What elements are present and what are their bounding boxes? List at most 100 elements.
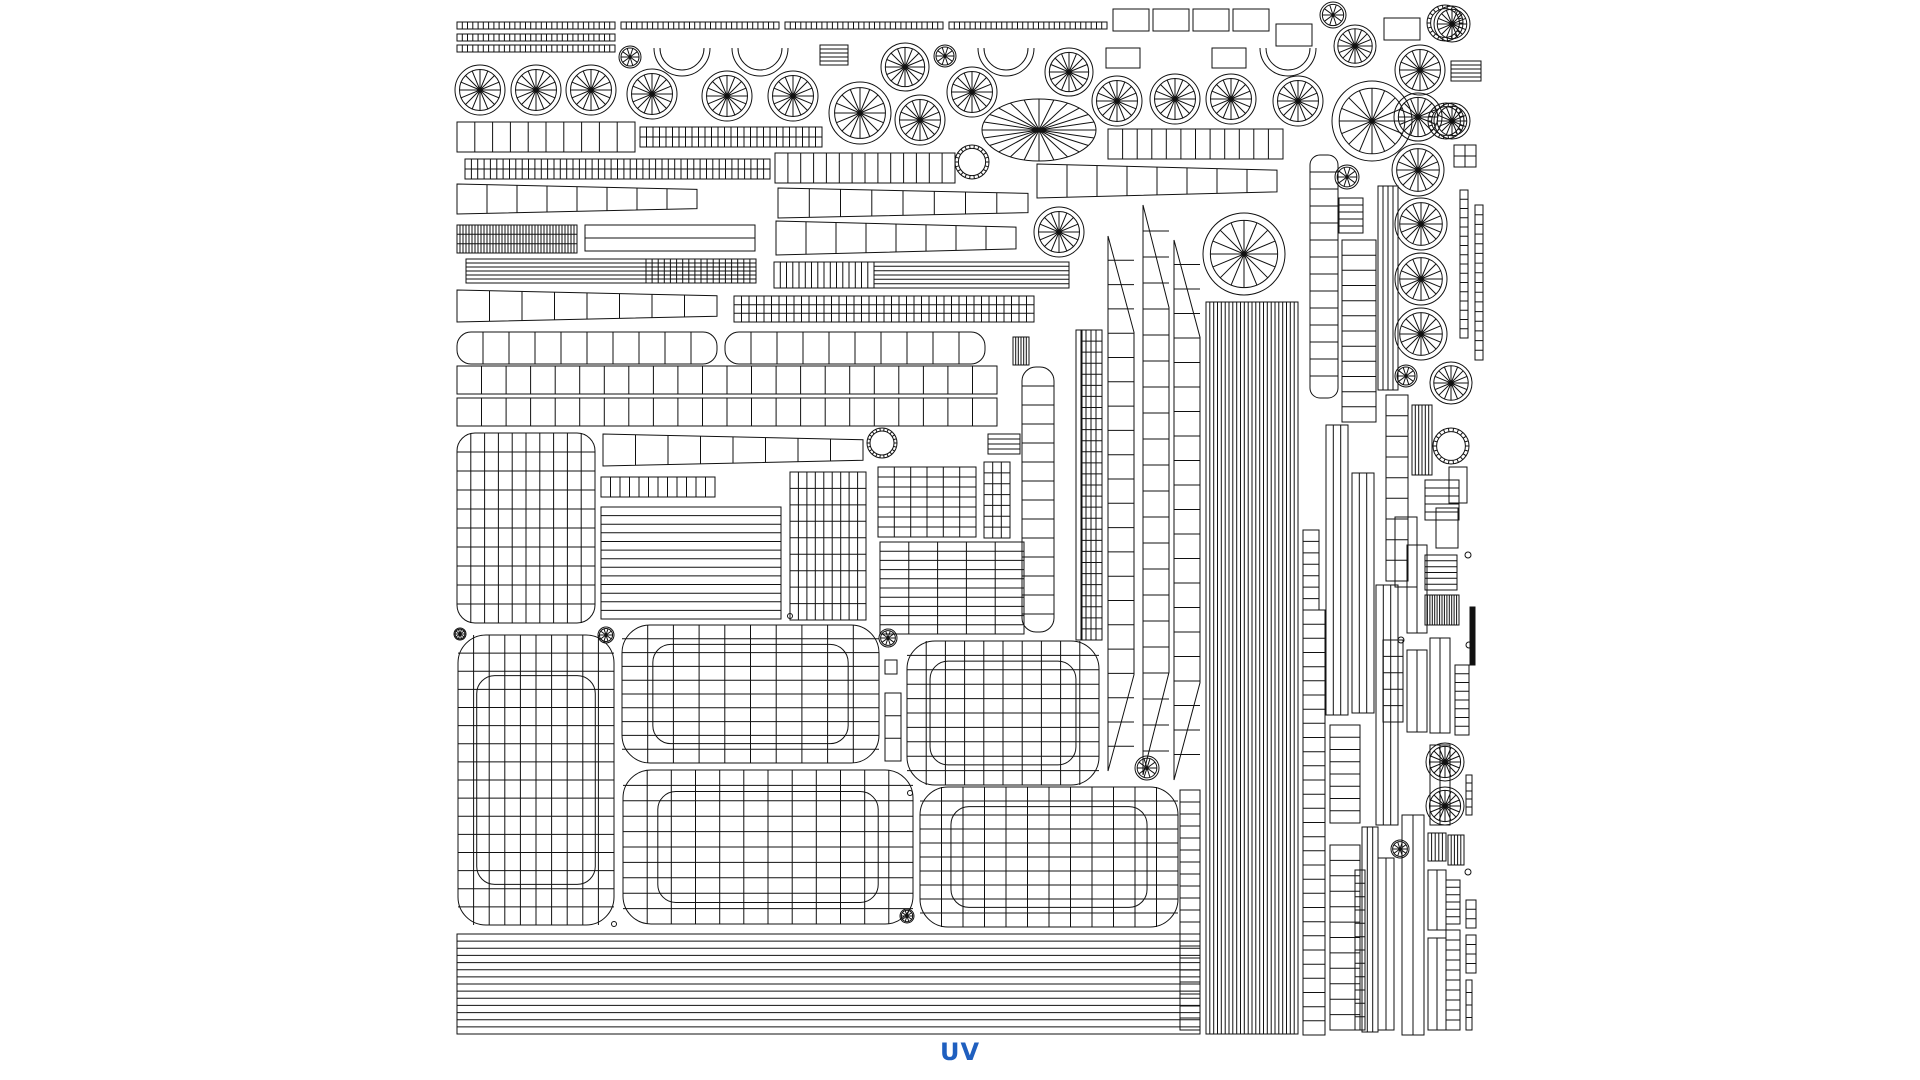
taper-d <box>775 220 1017 256</box>
wheel-34-spokes <box>1429 746 1461 778</box>
ring-0-ticks <box>955 145 989 179</box>
wheel-18-spokes <box>1154 78 1196 120</box>
tab-0 <box>1112 8 1150 32</box>
right-block-6-lines <box>1330 736 1360 812</box>
ring-2-ticks <box>867 428 897 458</box>
wheel-20-spokes <box>1277 80 1319 122</box>
wheel-28 <box>1394 197 1448 251</box>
wheel-12 <box>701 70 753 122</box>
col-grid-j-lines <box>1414 405 1430 475</box>
right-block-18 <box>1447 834 1465 866</box>
right-block-9 <box>1382 639 1404 723</box>
small-block-1-lines <box>1451 64 1481 78</box>
strip-top-3-lines <box>953 22 1103 29</box>
wheel-29-rim <box>1399 257 1443 301</box>
tab-6 <box>1105 47 1141 69</box>
right-block-28 <box>1394 516 1418 588</box>
col-grid-k-lines <box>1339 204 1363 227</box>
small-block-1 <box>1450 60 1482 82</box>
panel-p-lines <box>481 398 973 426</box>
wheel-28-rim <box>1399 202 1443 246</box>
uv-islands <box>453 1 1484 1036</box>
tab-7 <box>1211 47 1247 69</box>
col-grid-i <box>1385 394 1409 582</box>
wheel-2-rim <box>1337 28 1373 64</box>
ring-3-ticks <box>1427 5 1463 41</box>
shell-big-d-inner <box>929 660 1077 766</box>
dot-2 <box>1464 868 1472 876</box>
right-block-30 <box>1435 507 1459 549</box>
right-block-1 <box>1351 472 1375 714</box>
right-block-2 <box>1375 584 1399 826</box>
taper-b <box>777 187 1029 219</box>
taper-c <box>1036 163 1278 199</box>
lined-block-a <box>600 506 782 620</box>
strip-top-1-lines <box>625 22 775 29</box>
arc-top-2 <box>977 47 1035 77</box>
taper-a <box>456 183 698 215</box>
cross-block-lines <box>1454 145 1476 167</box>
right-block-24-lines <box>1466 782 1472 808</box>
wheel-23-spokes <box>1437 106 1467 136</box>
curved-block-b-lines <box>790 472 866 620</box>
wheel-25-rim <box>1396 148 1440 192</box>
wheel-16-spokes <box>951 71 993 113</box>
shell-left-lines <box>457 433 595 623</box>
wheel-9-spokes <box>515 69 557 111</box>
pin-1 <box>787 613 793 619</box>
wheel-5-rim <box>935 46 955 66</box>
taper-e-lines <box>489 290 685 322</box>
tab-2 <box>1192 8 1230 32</box>
right-block-29 <box>1448 466 1468 504</box>
wheel-17 <box>1091 75 1143 127</box>
panel-k-lines <box>874 265 1069 285</box>
pin-2 <box>907 790 913 796</box>
wheel-6-spokes <box>1049 52 1089 92</box>
wheel-32-rim <box>1433 365 1469 401</box>
small-block-0-lines <box>820 48 848 62</box>
panel-f-lines <box>457 225 577 253</box>
taper-c-lines <box>1066 164 1248 198</box>
panel-l-lines <box>734 296 1034 322</box>
strip-top-2-lines <box>789 22 939 29</box>
tab-3 <box>1232 8 1270 32</box>
uv-caption: UV <box>939 1038 981 1066</box>
panel-o-lines <box>481 366 973 394</box>
wheel-25-spokes <box>1396 148 1440 192</box>
wheel-3-spokes <box>1437 9 1467 39</box>
ring-1 <box>1432 427 1470 465</box>
wheel-14 <box>828 81 892 145</box>
ring-2-inner <box>869 430 895 456</box>
wheel-17-spokes <box>1096 80 1138 122</box>
right-block-0 <box>1325 424 1349 716</box>
right-block-23-lines <box>1446 939 1460 1021</box>
col-taper-a-lines <box>1108 259 1134 747</box>
wheel-10 <box>565 64 617 116</box>
wheel-35-spokes <box>1429 790 1461 822</box>
taper-f-lines <box>635 434 831 466</box>
wheel-22-spokes <box>1398 97 1438 137</box>
wheel-8-spokes <box>459 69 501 111</box>
wheel-31-spokes <box>1397 367 1415 385</box>
long-v-a-lines <box>1022 385 1054 615</box>
wheel-19-spokes <box>1210 78 1252 120</box>
col-grid-h-lines <box>1382 186 1394 390</box>
right-block-26-lines <box>1466 944 1476 964</box>
wheel-2-spokes <box>1337 28 1373 64</box>
wheel-2 <box>1333 24 1377 68</box>
panel-i-lines <box>646 259 756 283</box>
wheel-36-spokes <box>1392 841 1408 857</box>
wheel-39 <box>878 628 898 648</box>
right-block-5-lines <box>1303 623 1325 1022</box>
right-block-12-lines <box>1425 487 1459 513</box>
wheel-7 <box>1394 44 1446 96</box>
right-block-22-lines <box>1446 886 1460 918</box>
taper-d-lines <box>805 221 987 255</box>
wheel-20 <box>1272 75 1324 127</box>
col-taper-b <box>1142 204 1170 776</box>
tiny-c-lines <box>1015 337 1027 365</box>
wheel-10-spokes <box>570 69 612 111</box>
ring-4-ticks <box>1428 103 1464 139</box>
block-e <box>983 461 1011 539</box>
